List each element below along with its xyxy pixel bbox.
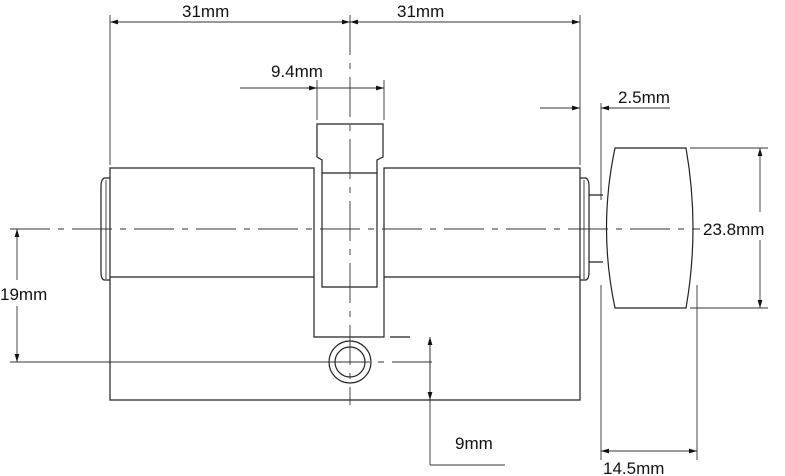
dim-9mm: 9mm [455, 434, 493, 453]
dim-19mm: 19mm [0, 285, 47, 304]
dim-gap-2-5mm: 2.5mm [618, 88, 670, 107]
dim-knob-23-8mm: 23.8mm [703, 220, 764, 239]
dim-knob-14-5mm: 14.5mm [603, 459, 664, 476]
thumb-turn-knob [589, 147, 694, 309]
dim-right-31mm: 31mm [397, 2, 444, 21]
cam [316, 123, 384, 288]
lock-body [100, 167, 590, 401]
dim-left-31mm: 31mm [182, 2, 229, 21]
dim-cam-9-4mm: 9.4mm [271, 62, 323, 81]
